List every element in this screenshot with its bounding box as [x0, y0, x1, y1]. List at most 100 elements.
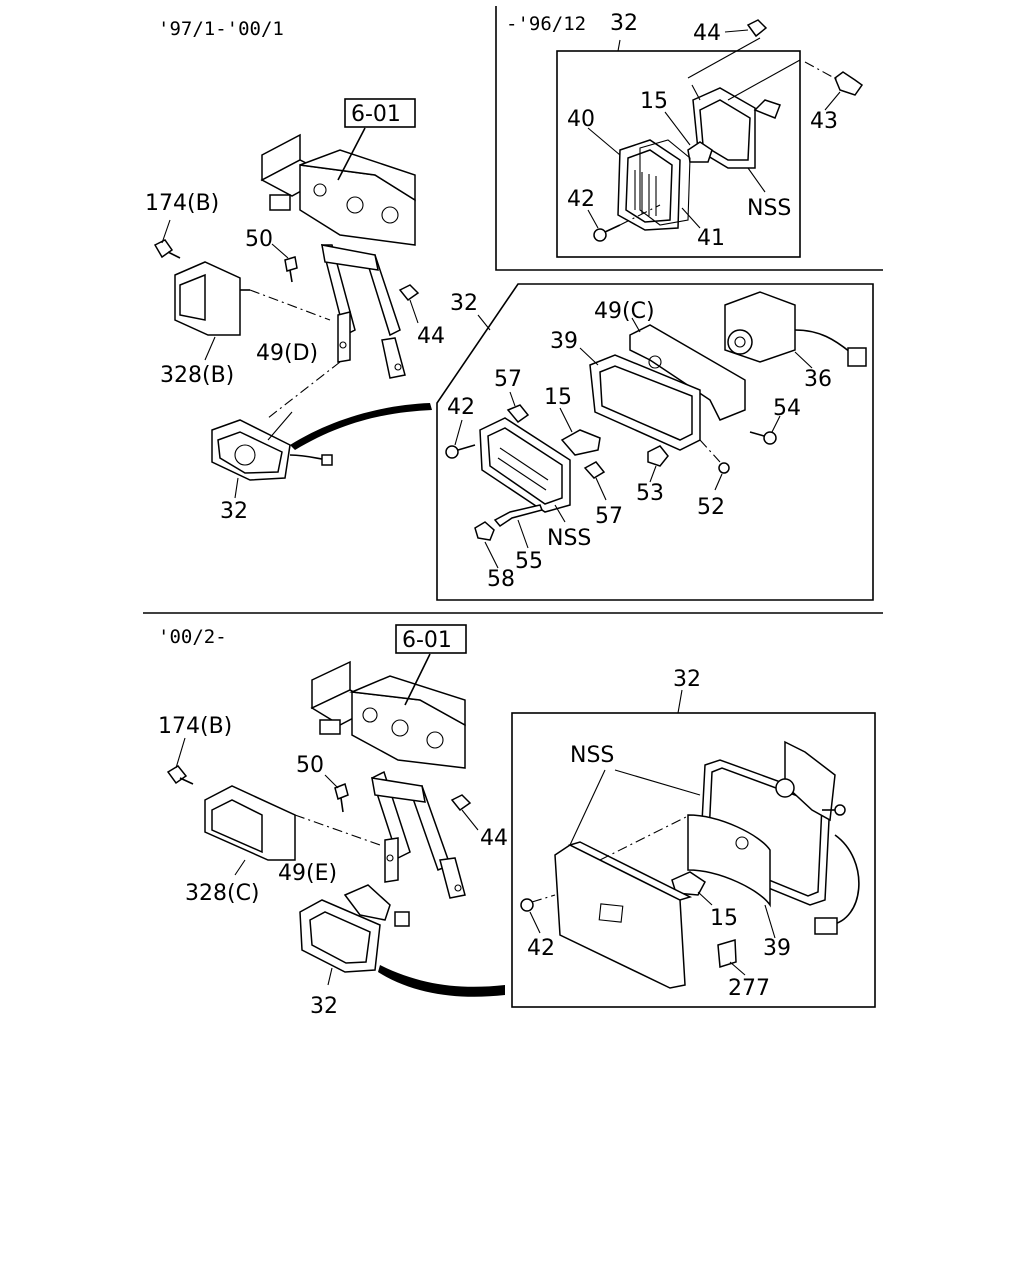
dash-328b-to-stay	[249, 289, 331, 321]
label-174b-top: 174(B)	[145, 191, 219, 216]
bottom-stay-49e	[371, 770, 466, 899]
label-32-top-lamp: 32	[220, 499, 248, 524]
label-174b-bottom: 174(B)	[158, 714, 232, 739]
detail-bottom-lens	[554, 841, 693, 989]
leader-ref-bottom	[404, 653, 431, 706]
label-50-top: 50	[245, 227, 273, 252]
label-32-detail-bottom: 32	[673, 667, 701, 692]
label-44-bottom: 44	[480, 826, 508, 851]
leader-42-detail-top	[454, 419, 463, 446]
detail-top-nut-58	[474, 521, 495, 541]
label-nss-bottom: NSS	[570, 743, 614, 768]
leader-50-top	[271, 243, 289, 259]
leader-50-bottom	[324, 774, 339, 789]
top-cover-328b	[174, 261, 250, 336]
label-36: 36	[804, 367, 832, 392]
bottom-frame-bracket	[310, 660, 466, 769]
leader-54	[771, 415, 781, 433]
inset-lamp-housing	[691, 84, 781, 169]
label-nss-detail-top: NSS	[547, 526, 591, 551]
top-nut-44	[398, 284, 420, 302]
label-43-inset: 43	[810, 109, 838, 134]
leader-39-top	[579, 347, 599, 366]
leader-42-bottom	[529, 911, 541, 934]
label-44-inset: 44	[693, 21, 721, 46]
leader-55	[517, 519, 529, 549]
inset-screw-42	[593, 224, 621, 242]
leader-40-inset	[587, 127, 621, 156]
leader-15-bottom	[697, 891, 713, 906]
leader-174b-bottom	[175, 737, 186, 769]
detail-top-washer-52	[699, 439, 730, 474]
inset-gasket-41	[639, 139, 691, 226]
leader-41-inset	[681, 207, 701, 229]
detail-top-screw-55	[493, 504, 544, 527]
leader-57a	[509, 391, 516, 407]
label-41-inset: 41	[697, 226, 725, 251]
label-49e: 49(E)	[278, 861, 337, 886]
leader-15-detail-top	[559, 407, 573, 433]
label-42-inset: 42	[567, 187, 595, 212]
leader-36	[794, 351, 813, 369]
label-53: 53	[636, 481, 664, 506]
dash-stay-to-lamp	[267, 361, 341, 419]
dash-42-inset	[619, 204, 661, 226]
detail-top-frame	[436, 283, 874, 601]
leader-15-inset	[664, 111, 691, 146]
inset-divider	[495, 6, 883, 271]
header-bottom-section: '00/2-	[158, 626, 227, 648]
inset-nut-44	[746, 19, 768, 38]
leader-32-detail-top	[477, 314, 491, 331]
header-top-section: '97/1-'00/1	[158, 18, 284, 40]
label-40-inset: 40	[567, 107, 595, 132]
leader-32-inset	[617, 39, 621, 52]
leader-52	[714, 473, 723, 491]
label-15-bottom: 15	[710, 906, 738, 931]
bottom-fog-lamp-32	[299, 884, 410, 973]
top-bolt-50	[284, 256, 298, 283]
ref-box-bottom	[395, 624, 467, 654]
leader-328b-top	[204, 336, 216, 361]
ref-box-top	[344, 98, 416, 128]
detail-top-collar-57a	[506, 404, 530, 424]
label-42-detail-top: 42	[447, 395, 475, 420]
label-58: 58	[487, 567, 515, 592]
detail-top-bracket-49c	[629, 324, 746, 421]
label-49d: 49(D)	[256, 341, 318, 366]
leader-58	[484, 541, 499, 569]
detail-top-relay-36	[724, 291, 867, 367]
arrow-top-detail	[290, 403, 432, 450]
detail-top-housing-39	[589, 354, 701, 451]
label-57b: 57	[595, 504, 623, 529]
bottom-cover-328c	[204, 785, 296, 861]
inset-early-frame	[556, 50, 801, 258]
label-32-bottom: 32	[310, 994, 338, 1019]
detail-top-bulb-15	[560, 429, 601, 456]
top-stay-49d	[321, 244, 406, 379]
leader-43-to-lamp	[727, 59, 801, 101]
leader-nss-bottom-lens	[569, 769, 606, 846]
leader-nss-bottom-housing	[614, 769, 701, 796]
leader-57b	[595, 477, 607, 501]
leader-ref-top	[337, 127, 366, 181]
label-15-detail-top: 15	[544, 385, 572, 410]
leader-44-top	[409, 299, 419, 324]
leader-44-bottom	[461, 809, 479, 831]
leader-32-lamp-label	[234, 477, 239, 499]
leader-53	[649, 465, 657, 483]
label-328c: 328(C)	[185, 881, 260, 906]
dash-lens-to-reflector	[599, 814, 691, 861]
label-nss-inset: NSS	[747, 196, 791, 221]
detail-top-collar-57b	[583, 461, 606, 479]
leader-32-detail-bottom	[677, 689, 683, 714]
detail-bottom-screw-42	[520, 894, 556, 912]
dash-328c-to-stay	[294, 814, 381, 846]
leader-42-inset	[587, 209, 599, 229]
label-52: 52	[697, 495, 725, 520]
detail-top-screw-42	[445, 444, 476, 459]
detail-top-lens	[479, 417, 571, 513]
leader-nss-inset	[747, 167, 766, 193]
label-328b: 328(B)	[160, 363, 234, 388]
detail-bottom-frame	[511, 712, 876, 1008]
